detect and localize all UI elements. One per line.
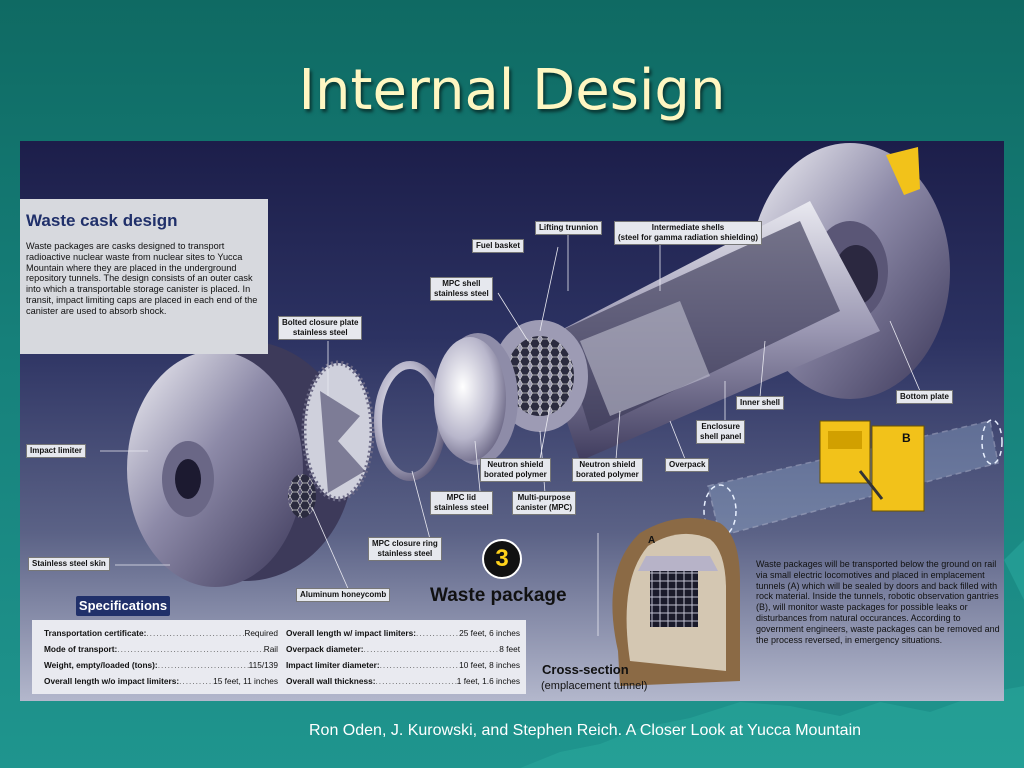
spec-value: 15 feet, 11 inches — [213, 676, 278, 686]
left-impact-limiter — [127, 341, 353, 587]
label-impact-limiter: Impact limiter — [26, 444, 87, 458]
specifications-heading: Specifications — [76, 596, 170, 616]
label-intermediate-shells: Intermediate shells (steel for gamma rad… — [614, 221, 763, 245]
spec-key: Overall length w/ impact limiters: — [286, 628, 417, 638]
spec-key: Mode of transport: — [44, 644, 118, 654]
spec-value: 8 feet — [499, 644, 520, 654]
bolted-closure-plate — [301, 360, 375, 502]
cross-section-subtitle: (emplacement tunnel) — [541, 680, 648, 692]
label-fuel-basket: Fuel basket — [472, 239, 525, 253]
mpc-closure-ring — [374, 361, 446, 481]
spec-row: Mode of transport: Rail — [44, 644, 278, 654]
spec-row: Weight, empty/loaded (tons): 115/139 — [44, 660, 278, 670]
cross-section-title: Cross-section — [542, 662, 629, 677]
label-mpc-shell: MPC shell stainless steel — [430, 277, 493, 301]
package-title: Waste package — [430, 585, 567, 606]
intro-title: Waste cask design — [26, 211, 178, 230]
spec-row: Overpack diameter: 8 feet — [286, 644, 520, 654]
label-neutron-shield-inner: Neutron shield borated polymer — [480, 458, 551, 482]
spec-row: Overall wall thickness: 1 feet, 1.6 inche… — [286, 676, 520, 686]
spec-value: Rail — [263, 644, 278, 654]
mpc-lid — [434, 333, 518, 465]
spec-key: Impact limiter diameter: — [286, 660, 380, 670]
spec-value: 10 feet, 8 inches — [459, 660, 520, 670]
label-neutron-shield-outer: Neutron shield borated polymer — [572, 458, 643, 482]
spec-key: Overall wall thickness: — [286, 676, 376, 686]
label-aluminum-honeycomb: Aluminum honeycomb — [296, 588, 391, 602]
package-number-badge: 3 — [482, 539, 522, 579]
spec-key: Overpack diameter: — [286, 644, 364, 654]
cask-illustration — [100, 143, 1003, 686]
intro-box: Waste cask design Waste packages are cas… — [20, 199, 268, 354]
waste-cask-infographic: Waste cask design Waste packages are cas… — [20, 141, 1004, 701]
leader-lines — [100, 233, 921, 636]
label-bottom-plate: Bottom plate — [896, 390, 953, 404]
spec-value: 1 feet, 1.6 inches — [456, 676, 520, 686]
spec-key: Overall length w/o impact limiters: — [44, 676, 180, 686]
label-tunnel-a: A — [648, 535, 656, 546]
label-inner-shell: Inner shell — [736, 396, 785, 410]
intro-text: Waste packages are casks designed to tra… — [26, 241, 258, 316]
spec-value: Required — [244, 628, 278, 638]
transport-description: Waste packages will be transported below… — [756, 559, 1000, 645]
label-enclosure-shell-panel: Enclosure shell panel — [696, 420, 746, 444]
overpack-cylinder — [492, 201, 880, 461]
spec-row: Transportation certificate: Required — [44, 628, 278, 638]
spec-value: 25 feet, 6 inches — [459, 628, 520, 638]
label-mpc-closure-ring: MPC closure ring stainless steel — [368, 537, 442, 561]
spec-value: 115/139 — [248, 660, 278, 670]
slide-title: Internal Design — [298, 58, 726, 123]
label-mpc-lid: MPC lid stainless steel — [430, 491, 493, 515]
slide-citation: Ron Oden, J. Kurowski, and Stephen Reich… — [309, 722, 862, 739]
label-bolted-closure-plate: Bolted closure plate stainless steel — [278, 316, 363, 340]
spec-row: Overall length w/ impact limiters: 25 fee… — [286, 628, 520, 638]
label-stainless-steel-skin: Stainless steel skin — [28, 557, 110, 571]
cross-section-illustration — [612, 517, 740, 686]
spec-row: Impact limiter diameter: 10 feet, 8 inche… — [286, 660, 520, 670]
emplacement-tunnel-illustration — [703, 419, 1003, 538]
label-gantry-b: B — [902, 431, 911, 445]
label-lifting-trunnion: Lifting trunnion — [535, 221, 603, 235]
label-overpack: Overpack — [665, 458, 710, 472]
label-multi-purpose-canister: Multi-purpose canister (MPC) — [512, 491, 577, 515]
spec-row: Overall length w/o impact limiters: 15 fe… — [44, 676, 278, 686]
specifications-table: Transportation certificate: Required Mode… — [32, 620, 526, 694]
spec-key: Weight, empty/loaded (tons): — [44, 660, 158, 670]
spec-key: Transportation certificate: — [44, 628, 147, 638]
